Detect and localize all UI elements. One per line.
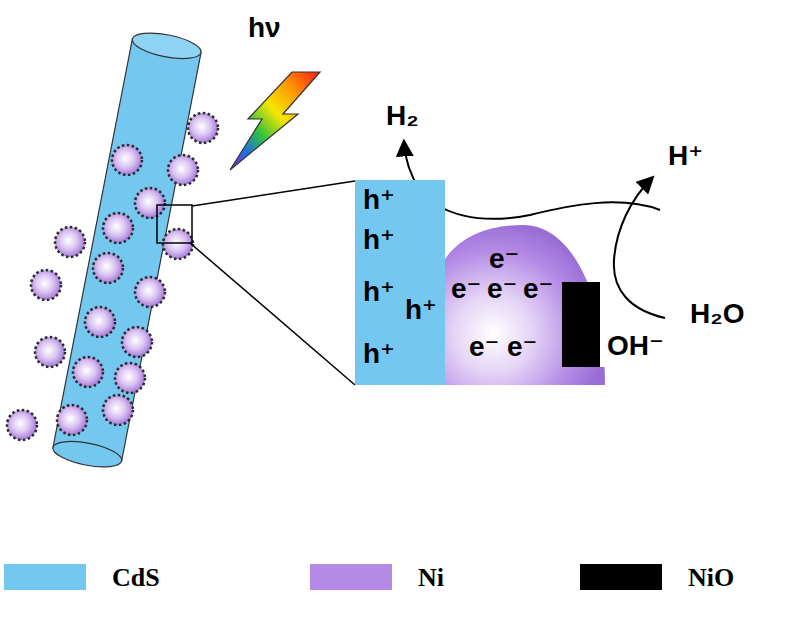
hole-symbol: h⁺ — [363, 226, 395, 254]
electron-symbol: e⁻ — [487, 275, 517, 303]
hole-symbol: h⁺ — [363, 278, 395, 306]
legend-swatch — [580, 564, 662, 590]
light-bolt — [230, 72, 320, 170]
species-label: OH⁻ — [607, 332, 664, 360]
species-label: H₂ — [386, 102, 419, 130]
legend-item: NiO — [580, 561, 780, 593]
reaction-arrow — [614, 178, 665, 318]
legend-swatch — [310, 564, 392, 590]
species-label: H₂O — [690, 300, 744, 328]
species-label: H⁺ — [668, 142, 703, 170]
legend-item: CdS — [4, 561, 204, 593]
legend-item: Ni — [310, 561, 510, 593]
ni-shape — [445, 225, 605, 385]
electron-symbol: e⁻ — [523, 275, 553, 303]
cds-rod — [51, 28, 203, 471]
electron-symbol: e⁻ — [451, 275, 481, 303]
legend-text: NiO — [688, 565, 734, 591]
zoom-box — [157, 205, 192, 243]
ni-particles — [7, 113, 218, 440]
legend-swatch — [4, 564, 86, 590]
hole-symbol: h⁺ — [405, 296, 437, 324]
legend-text: CdS — [112, 565, 160, 591]
ni-particle: e⁻e⁻e⁻e⁻e⁻e⁻ — [445, 225, 605, 385]
zoom-line — [190, 243, 355, 385]
electron-symbol: e⁻ — [469, 333, 499, 361]
hole-symbol: h⁺ — [363, 186, 395, 214]
electron-symbol: e⁻ — [489, 245, 519, 273]
cds-panel: h⁺ h⁺ h⁺ h⁺ h⁺ — [355, 180, 445, 385]
legend-text: Ni — [418, 565, 444, 591]
light-label: hν — [248, 14, 281, 42]
hole-symbol: h⁺ — [363, 340, 395, 368]
zoom-line — [192, 181, 355, 206]
electron-symbol: e⁻ — [507, 333, 537, 361]
